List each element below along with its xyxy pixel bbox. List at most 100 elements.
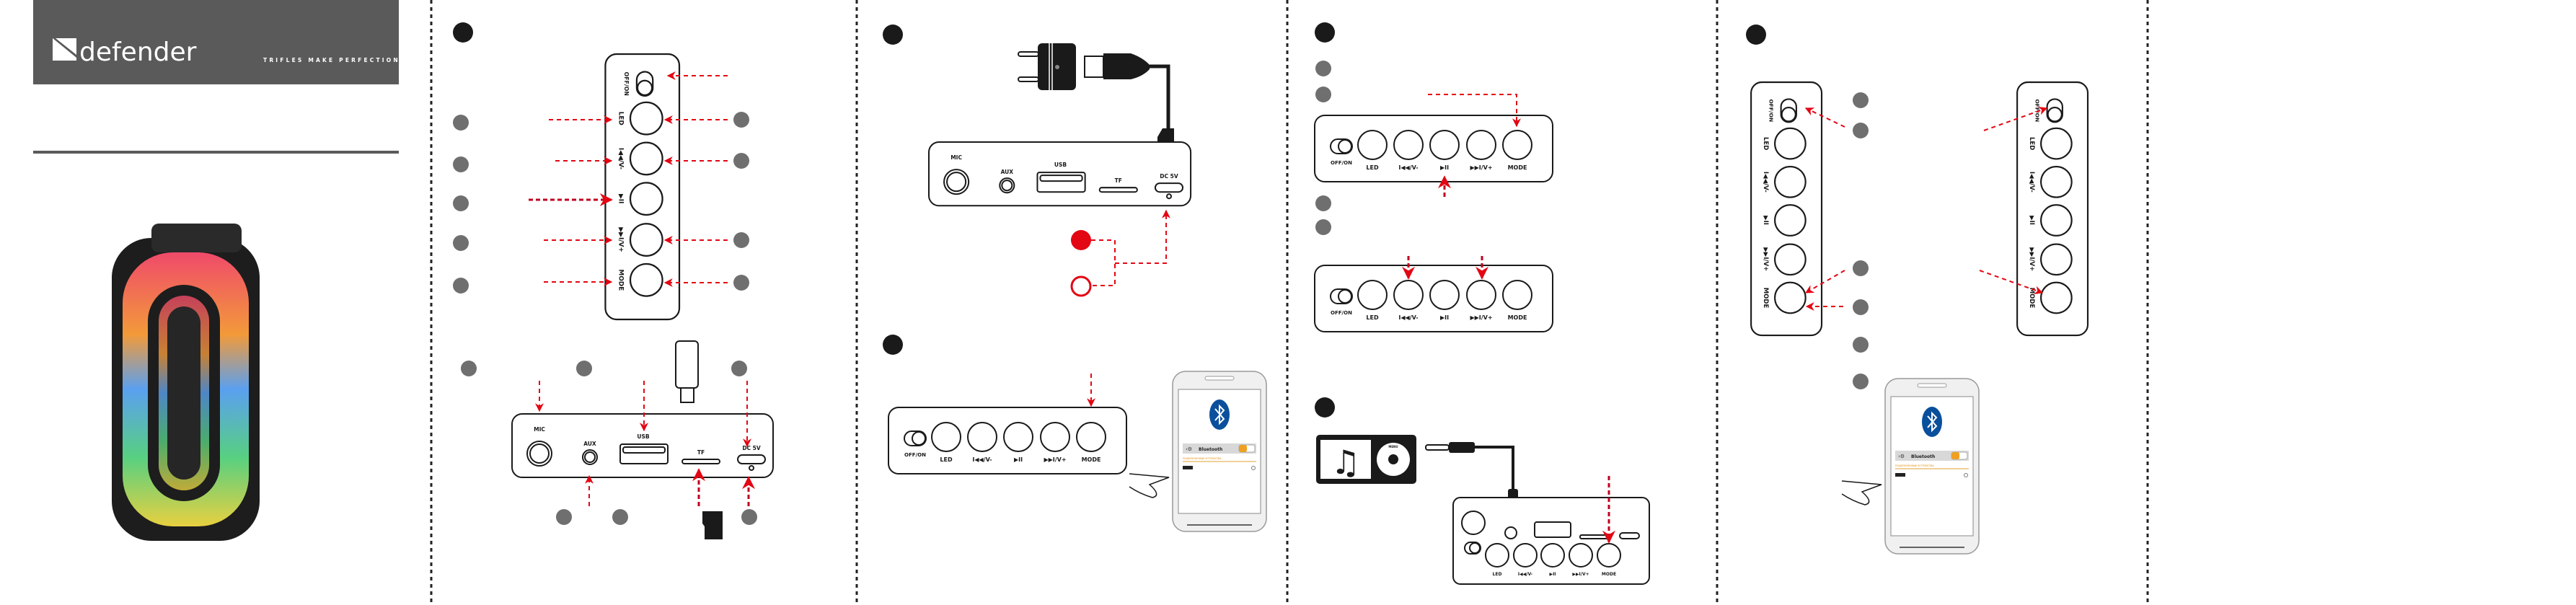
next-button[interactable] xyxy=(1569,543,1593,568)
usb-port-label: USB xyxy=(637,433,649,440)
mic-port-label: MIC xyxy=(950,154,962,161)
bluetooth-icon xyxy=(1922,407,1942,437)
next-button[interactable] xyxy=(2040,243,2073,276)
connected-devices-heading: ПОДКЛЮЧЕННЫЕ УСТРОЙСТВА xyxy=(1895,464,1934,467)
prev-button-label: I◀◀/V- xyxy=(972,456,992,463)
charging-led-off-icon xyxy=(1070,275,1092,297)
play-button[interactable] xyxy=(1003,422,1033,452)
prev-button[interactable] xyxy=(1513,543,1538,568)
led-button-label: LED xyxy=(1493,572,1502,577)
led-button-label: LED xyxy=(617,112,624,125)
led-button[interactable] xyxy=(1485,543,1509,568)
power-switch[interactable] xyxy=(904,430,927,446)
play-button[interactable] xyxy=(1774,204,1807,237)
power-switch[interactable] xyxy=(635,71,654,97)
power-switch-label: OFF/ON xyxy=(1768,99,1775,122)
back-icon[interactable]: ‹⚙ xyxy=(1898,454,1905,459)
led-button-label: LED xyxy=(1366,164,1379,171)
next-button-label: ▶▶I/V+ xyxy=(617,227,624,252)
mode-button[interactable] xyxy=(1502,130,1532,160)
prev-button[interactable] xyxy=(1774,165,1807,198)
bluetooth-toggle[interactable] xyxy=(1238,444,1256,453)
led-button-label: LED xyxy=(940,456,953,463)
play-button[interactable] xyxy=(629,182,663,216)
back-icon[interactable]: ‹⚙ xyxy=(1186,446,1192,452)
power-switch[interactable] xyxy=(1464,542,1481,555)
paired-device-item[interactable] xyxy=(1183,466,1256,470)
microsd-card-icon xyxy=(702,511,723,539)
led-button[interactable] xyxy=(629,101,663,136)
hand-pointer-icon xyxy=(1129,473,1170,498)
mode-button[interactable] xyxy=(1597,543,1621,568)
callout-arrows xyxy=(1804,106,2048,311)
mode-button-label: MODE xyxy=(1082,456,1101,463)
bluetooth-settings-bar: ‹⚙ Bluetooth xyxy=(1183,443,1256,454)
paired-device-item[interactable] xyxy=(1895,473,1968,477)
callout-dots xyxy=(1853,92,1869,389)
next-button[interactable] xyxy=(1466,280,1496,310)
prev-button-label: I◀◀/V- xyxy=(1398,314,1418,321)
mode-button-label: MODE xyxy=(1508,314,1527,321)
callout-arrow xyxy=(1091,211,1166,286)
play-button[interactable] xyxy=(1429,280,1460,310)
led-button[interactable] xyxy=(1357,130,1388,160)
dc-port-label: DC 5V xyxy=(742,445,761,451)
next-button[interactable] xyxy=(1466,130,1496,160)
prev-button[interactable] xyxy=(967,422,997,452)
step-dot xyxy=(883,335,903,355)
tf-port-label: TF xyxy=(1115,177,1122,184)
dc-5v-port xyxy=(1154,182,1184,193)
device-settings-icon[interactable] xyxy=(1964,473,1968,477)
tf-card-slot xyxy=(1098,187,1138,193)
power-switch-label: OFF/ON xyxy=(1331,310,1352,316)
prev-button[interactable] xyxy=(1393,130,1424,160)
next-button[interactable] xyxy=(629,223,663,257)
power-switch[interactable] xyxy=(1780,98,1797,123)
bluetooth-title: Bluetooth xyxy=(1199,447,1222,452)
mode-button[interactable] xyxy=(1076,422,1106,452)
callout-arrows xyxy=(535,381,755,506)
usb-port xyxy=(1534,521,1571,538)
brand-banner xyxy=(33,0,399,84)
mode-button[interactable] xyxy=(1774,281,1807,314)
bluetooth-toggle[interactable] xyxy=(1951,451,1968,460)
mode-button-label: MODE xyxy=(1508,164,1527,171)
mode-button[interactable] xyxy=(1502,280,1532,310)
play-button[interactable] xyxy=(2040,204,2073,237)
tf-card-slot xyxy=(1579,534,1608,539)
connected-devices-heading: ПОДКЛЮЧЕННЫЕ УСТРОЙСТВА xyxy=(1183,456,1222,460)
led-button[interactable] xyxy=(1774,127,1807,160)
play-button-label: ▶II xyxy=(1440,314,1449,321)
step-dot xyxy=(1746,25,1766,45)
prev-button[interactable] xyxy=(2040,165,2073,198)
play-button[interactable] xyxy=(1429,130,1460,160)
led-button[interactable] xyxy=(931,422,961,452)
next-button[interactable] xyxy=(1774,243,1807,276)
prev-button-label: I◀◀/V- xyxy=(1398,164,1418,171)
prev-button-label: I◀◀/V- xyxy=(1762,172,1769,193)
next-button-label: ▶▶I/V+ xyxy=(1762,247,1769,271)
led-button[interactable] xyxy=(1357,280,1388,310)
charger-plug-icon xyxy=(1018,43,1076,90)
defender-logo-icon xyxy=(53,38,76,61)
prev-button[interactable] xyxy=(1393,280,1424,310)
power-switch[interactable] xyxy=(1330,288,1353,304)
mic-jack xyxy=(1461,511,1486,535)
mode-button[interactable] xyxy=(629,262,663,297)
next-button-label: ▶▶I/V+ xyxy=(1470,164,1492,171)
music-player-icon: ♫ MENU xyxy=(1316,435,1416,484)
prev-button[interactable] xyxy=(629,141,663,176)
power-switch-label: OFF/ON xyxy=(1331,160,1352,166)
next-button[interactable] xyxy=(1040,422,1070,452)
mode-button[interactable] xyxy=(2040,281,2073,314)
led-button[interactable] xyxy=(2040,127,2073,160)
power-switch[interactable] xyxy=(2046,98,2063,123)
step-dot xyxy=(1315,22,1335,43)
power-switch[interactable] xyxy=(1330,138,1353,154)
usb-flash-drive-icon xyxy=(675,340,699,403)
device-settings-icon[interactable] xyxy=(1251,466,1256,470)
play-button[interactable] xyxy=(1540,543,1565,568)
